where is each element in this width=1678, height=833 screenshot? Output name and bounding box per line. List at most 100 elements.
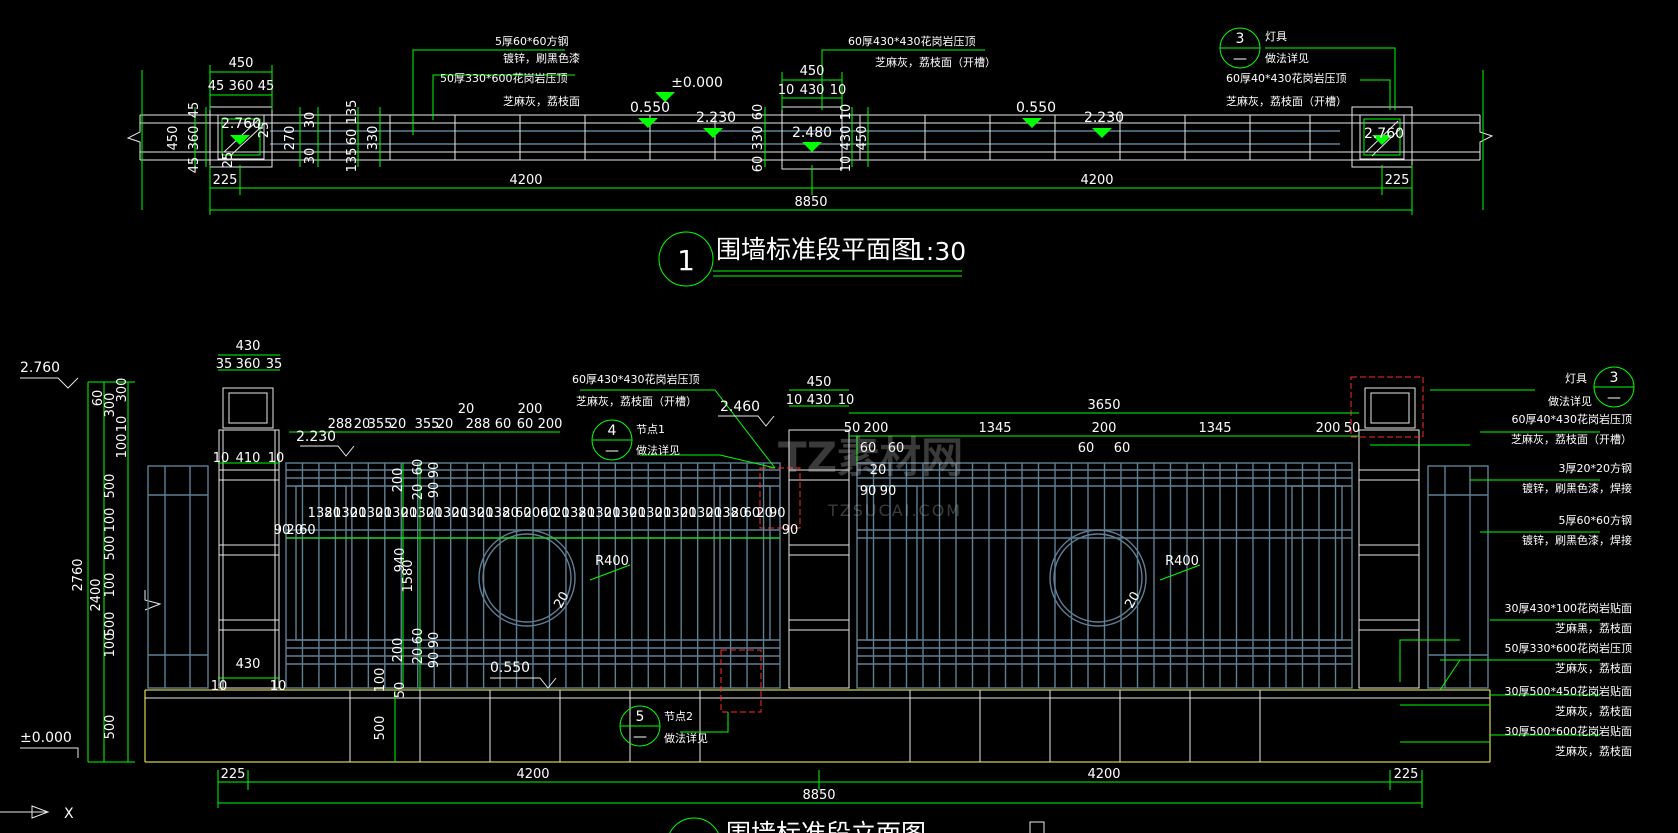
elev-bar-dim: 90	[769, 506, 786, 521]
elev-bar-dim: 130	[384, 506, 409, 521]
plan-post-left	[209, 106, 273, 168]
elev-right-note: 5厚60*60方钢	[1559, 513, 1633, 527]
elev-top-dim-left: 20	[390, 417, 407, 432]
watermark-url: TZSUCAI.COM	[827, 501, 962, 520]
plan-vdim-45: 45	[187, 157, 202, 174]
elev-left-inner-dim: 500	[103, 536, 118, 561]
elev-bar-dim: 20	[325, 506, 342, 521]
plan-elevation-markers	[638, 92, 1112, 138]
elev-bar-dim: 130	[460, 506, 485, 521]
elev-bar-dim: 200	[524, 506, 549, 521]
elev-right-note: 30厚500*450花岗岩贴面	[1505, 684, 1633, 698]
panel-side-frame	[1291, 485, 1343, 641]
elev-vdim-60a: 60	[411, 459, 426, 476]
plan-post-vdim-430: 430	[839, 126, 854, 151]
elev-top-dim-right: 200	[1092, 421, 1117, 436]
elev-bar-dim: 20	[426, 506, 443, 521]
node2-red-box	[720, 649, 762, 713]
callout-lamp: 3 — 灯具 做法详见	[1548, 366, 1635, 408]
elevation-post-left	[218, 387, 280, 689]
elev-bar-dim: 60	[299, 523, 316, 538]
elev-bar-dim: 20	[553, 506, 570, 521]
plan-vdim-330: 330	[366, 126, 381, 151]
elev-vdim-200b: 200	[391, 638, 406, 663]
moon-gate-ring-left-dim: 20	[551, 589, 572, 611]
plan-bottom-225b: 225	[1385, 173, 1410, 188]
plan-elev-2230: 2.230	[696, 110, 736, 126]
plan-elev-middle-post: 2.480	[792, 125, 832, 141]
elev-right-note: 30厚500*600花岗岩贴面	[1505, 724, 1633, 738]
panel-side-frame	[719, 485, 771, 641]
elev-title-text: 围墙标准段立面图	[726, 819, 926, 833]
elev-bar-dim: 20	[706, 506, 723, 521]
panel-side-frame	[866, 485, 918, 641]
callout-lamp-sheet: —	[1607, 390, 1621, 406]
plan-title-scale: 1:30	[910, 237, 966, 266]
elev-bar-dim: 20	[401, 506, 418, 521]
elev-bar-dim: 130	[333, 506, 358, 521]
elev-level-2230: 2.230	[296, 429, 336, 445]
elev-right-note: 30厚430*100花岗岩贴面	[1505, 601, 1633, 615]
elev-left-inner-dim: 100	[103, 573, 118, 598]
elev-total-8850: 8850	[802, 788, 835, 803]
elev-bar-dim: 20	[756, 506, 773, 521]
elev-bar-dim: 20	[350, 506, 367, 521]
elevation-post-right	[1358, 387, 1420, 689]
plan-total-8850: 8850	[794, 195, 827, 210]
elev-bar-dim: 60	[540, 506, 557, 521]
elev-post-dim-35b: 35	[266, 357, 283, 372]
elev-right-note: 60厚40*430花岗岩压顶	[1512, 412, 1633, 426]
plan-title-text: 围墙标准段平面图	[716, 235, 916, 264]
plan-vdim-270: 270	[283, 126, 298, 151]
elev-bar-dim: 138	[308, 506, 333, 521]
plan-bottom-4200: 4200	[509, 173, 542, 188]
elev-bar-dim: 20	[604, 506, 621, 521]
elev-bar-dim: 20	[452, 506, 469, 521]
plan-vdim-450: 450	[166, 126, 181, 151]
elev-post-dim-430b: 430	[236, 657, 261, 672]
elev-post-dim-10: 10	[213, 451, 230, 466]
elev-top-dim-left: 60	[517, 417, 534, 432]
elev-bottom-225b: 225	[1394, 767, 1419, 782]
elev-top-dim-right: 60	[860, 441, 877, 456]
elev-bar-dim: 130	[587, 506, 612, 521]
moon-gate-radius-left: R400	[595, 554, 629, 569]
elev-dim-20c: 20	[870, 463, 887, 478]
elev-bar-dim: 20	[629, 506, 646, 521]
watermark-logo-text: TZ素材网	[778, 433, 963, 482]
plan-elev-2230b: 2.230	[1084, 110, 1124, 126]
plan-title-block: 1 围墙标准段平面图 1:30	[658, 231, 966, 287]
elev-top-dim-right: 50	[844, 421, 861, 436]
elev-bar-dim: 20	[375, 506, 392, 521]
elev-vdim-2760: 2760	[71, 558, 86, 591]
elev-top-dim-right: 3650	[1087, 398, 1120, 413]
elev-vdim-2400: 2400	[89, 578, 104, 611]
callout-node1-note: 做法详见	[636, 443, 680, 457]
plan-post-vdim-10b: 10	[839, 156, 854, 173]
panel-side-frame	[295, 485, 347, 641]
elev-post-dim-410: 410	[236, 451, 261, 466]
elev-top-dim-left: 200	[538, 417, 563, 432]
elev-post-dim-10d: 10	[270, 679, 287, 694]
elev-bar-dim: 138	[714, 506, 739, 521]
moon-gate-radius-right: R400	[1165, 554, 1199, 569]
plan-elev-000: ±0.000	[671, 75, 723, 91]
elev-right-notes: 60厚40*430花岗岩压顶芝麻灰，荔枝面（开槽）3厚20*20方钢镀锌，刷黑色…	[1505, 412, 1633, 758]
elev-top-dim-right: 430	[807, 393, 832, 408]
elev-vdim-1580: 1580	[401, 559, 416, 592]
elev-right-note-finish: 芝麻灰，荔枝面	[1555, 661, 1632, 675]
elev-left-inner-dim: 100	[103, 508, 118, 533]
moon-gate-inner-right	[1053, 533, 1143, 623]
plan-lamp-bubble: 3 —	[1219, 27, 1261, 69]
elev-vdim-20b: 20	[411, 648, 426, 665]
elev-bottom-225: 225	[221, 767, 246, 782]
plan-dim-450: 450	[229, 56, 254, 71]
plan-post-vdim-330: 330	[751, 126, 766, 151]
elev-bar-dim: 20	[286, 523, 303, 538]
axis-x-label: X	[64, 806, 74, 822]
plan-view: 450 45 360 45 450 10 430 10 450 45 360 4…	[126, 27, 1494, 287]
plan-post-dim-10: 10	[778, 83, 795, 98]
